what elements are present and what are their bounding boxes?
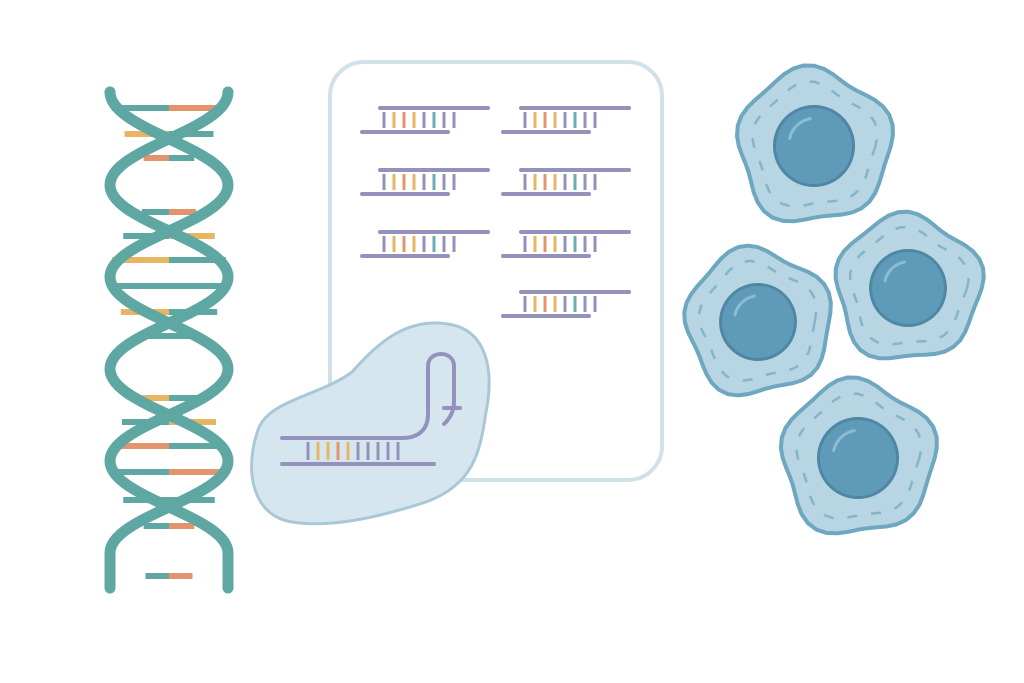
guide-rna-item xyxy=(501,106,631,134)
cell xyxy=(833,209,986,361)
cas9-protein-blob xyxy=(250,321,491,526)
cell xyxy=(778,375,939,536)
nucleus xyxy=(719,283,797,361)
cytoplasm-marks xyxy=(795,392,923,520)
dna-double-helix-icon xyxy=(104,86,234,594)
nucleus-highlight xyxy=(832,429,856,452)
cell-cluster-icon xyxy=(682,63,986,536)
guide-rna-item xyxy=(360,168,490,196)
guide-rna-scaffold-loop xyxy=(280,352,462,440)
helix-strand-front xyxy=(104,86,234,594)
cell xyxy=(682,243,833,398)
nucleus-highlight xyxy=(733,294,756,317)
nucleus-highlight xyxy=(883,260,906,283)
guide-rna-item xyxy=(501,168,631,196)
guide-rna-list xyxy=(360,106,631,318)
nucleus xyxy=(772,104,856,188)
guide-rna-item xyxy=(501,290,631,318)
nucleus-highlight xyxy=(788,117,812,140)
guide-rna-target-duplex xyxy=(280,442,436,466)
guide-rna-item xyxy=(360,230,490,258)
nucleus xyxy=(816,416,900,500)
cell xyxy=(734,63,895,224)
nucleus xyxy=(869,249,947,327)
cytoplasm-marks xyxy=(751,80,879,208)
cas9-guide-rna-complex-icon xyxy=(250,321,491,526)
guide-rna-item xyxy=(501,230,631,258)
guide-rna-item xyxy=(360,106,490,134)
